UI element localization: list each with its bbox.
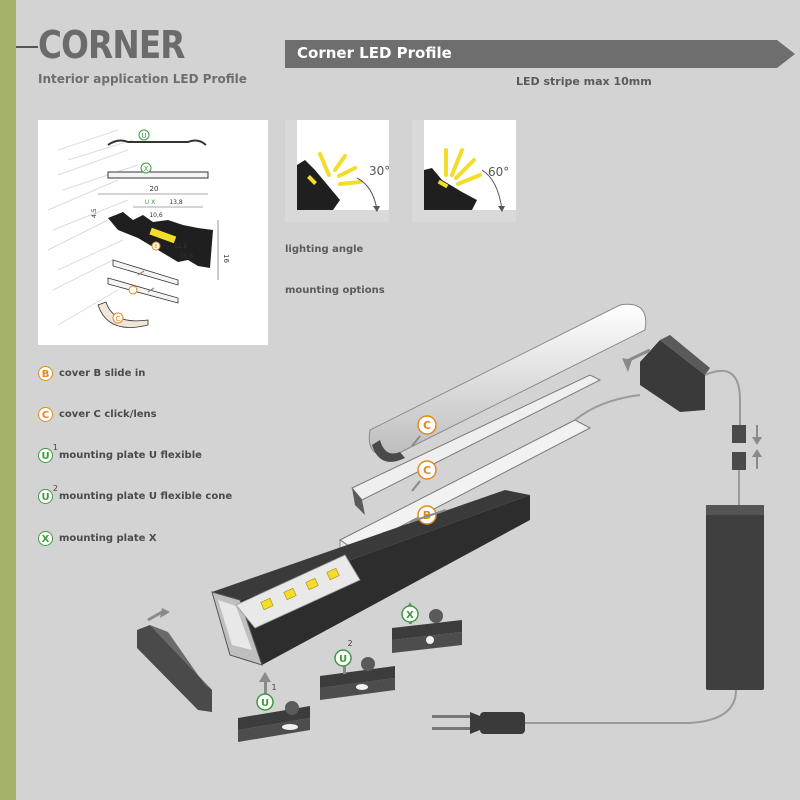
legend-badge-x: X xyxy=(38,530,53,546)
legend-item-x: X mounting plate X xyxy=(38,529,157,547)
dim-10-6: 10,6 xyxy=(149,212,163,219)
dim-20: 20 xyxy=(150,185,159,193)
corner-profile xyxy=(211,490,530,666)
legend-text-b: cover B slide in xyxy=(59,367,146,379)
banner-title: Corner LED Profile xyxy=(297,44,452,62)
angle-30-panel: 30° xyxy=(285,120,390,222)
page-title: CORNER xyxy=(38,23,185,67)
mounting-options-label: mounting options xyxy=(285,285,385,296)
angle-60-svg: 60° xyxy=(412,120,516,222)
dim-16: 16 xyxy=(222,254,230,263)
plate-x xyxy=(392,609,462,653)
power-plug xyxy=(432,712,525,734)
cover-c-round xyxy=(368,303,647,462)
legend-text-u1: mounting plate U flexible xyxy=(59,449,202,461)
dim-4-5: 4,5 xyxy=(91,208,98,218)
banner-arrow xyxy=(285,40,795,68)
cross-section-drawing: U X 20 13,8 U X 10,6 4,5 12,6 15,6 B 16 … xyxy=(38,120,268,345)
dim-13-8: 13,8 xyxy=(169,199,183,206)
cable-connector-top xyxy=(732,425,746,443)
dim-badge-c: C xyxy=(116,315,121,323)
end-plug-connector xyxy=(640,335,710,412)
dim-badge-x: X xyxy=(144,165,149,173)
end-cap-left xyxy=(137,625,212,712)
angle-60-label: 60° xyxy=(488,165,509,179)
legend-item-b: B cover B slide in xyxy=(38,364,145,382)
power-supply xyxy=(706,505,764,690)
legend-item-c: C cover C click/lens xyxy=(38,405,157,423)
dim-badge-ux: U X xyxy=(145,199,155,206)
dim-12-6: 12,6 xyxy=(174,243,188,250)
legend-badge-b: B xyxy=(38,365,53,381)
callout-cover-c-1: C xyxy=(423,419,431,432)
angle-30-svg: 30° xyxy=(285,120,390,222)
lighting-angle-label: lighting angle xyxy=(285,244,364,255)
callout-plate-u2: U xyxy=(339,654,347,665)
legend-text-c: cover C click/lens xyxy=(59,408,157,420)
cross-section-svg: U X 20 13,8 U X 10,6 4,5 12,6 15,6 B 16 … xyxy=(47,129,230,328)
callout-plate-u1: U xyxy=(261,698,269,709)
dim-badge-u: U xyxy=(141,132,146,140)
callout-plate-x: X xyxy=(406,610,414,621)
arrow-end-cap xyxy=(147,610,163,622)
plate-u1 xyxy=(238,701,310,742)
plate-u2 xyxy=(320,657,395,700)
title-underline xyxy=(16,46,38,48)
legend-text-x: mounting plate X xyxy=(59,532,157,544)
callout-plate-u1-sup: 1 xyxy=(271,683,276,692)
dim-badge-b: B xyxy=(154,244,158,250)
page-subtitle: Interior application LED Profile xyxy=(38,72,247,86)
accent-side-bar xyxy=(0,0,16,800)
led-chips xyxy=(260,567,340,611)
dim-15-6: 15,6 xyxy=(180,253,194,260)
callout-plate-u2-sup: 2 xyxy=(347,639,352,648)
cover-c-flat xyxy=(351,374,602,515)
angle-60-panel: 60° xyxy=(412,120,516,222)
angle-30-label: 30° xyxy=(369,164,389,178)
legend-badge-c: C xyxy=(38,406,53,422)
legend-text-u2: mounting plate U flexible cone xyxy=(59,490,233,502)
led-stripe-note: LED stripe max 10mm xyxy=(516,75,652,88)
cable-connector-bottom xyxy=(732,452,746,470)
callout-cover-c-2: C xyxy=(423,464,431,477)
